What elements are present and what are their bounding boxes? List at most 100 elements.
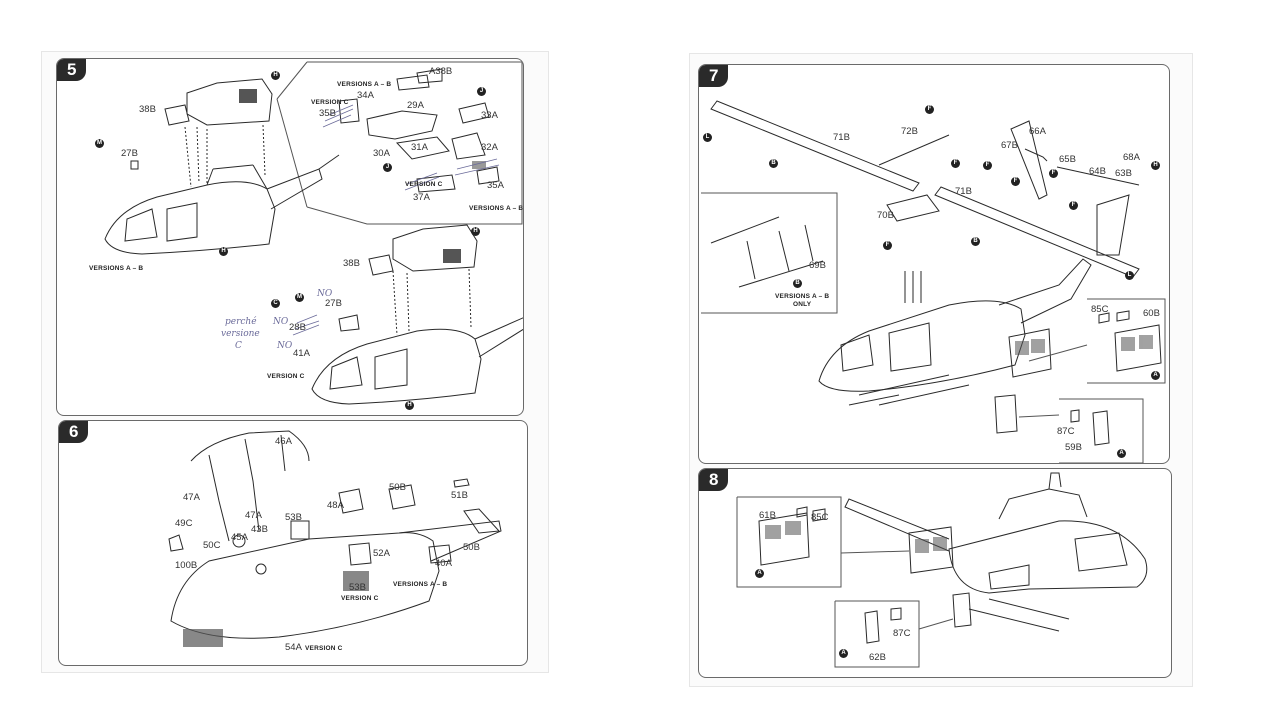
assembly-marker: M [95, 139, 104, 148]
part-label: 41A [293, 348, 310, 359]
part-label: 85C [1091, 304, 1109, 315]
part-label: 48A [327, 500, 344, 511]
part-label: 87C [1057, 426, 1075, 437]
instruction-page-left: 5 [42, 52, 548, 672]
handwritten-note: NO [277, 341, 293, 351]
assembly-marker: H [271, 71, 280, 80]
part-label: 50B [389, 482, 406, 493]
version-label: VERSIONS A – B [393, 581, 448, 588]
assembly-marker: L [703, 133, 712, 142]
part-label: 27B [325, 298, 342, 309]
part-label: 60B [1143, 308, 1160, 319]
handwritten-note: NO [273, 317, 289, 327]
helicopter-fuselage [948, 520, 1148, 594]
instruction-page-right: 7 [690, 54, 1192, 686]
part-label: 67B [1001, 140, 1018, 151]
step-number: 5 [57, 59, 87, 81]
step-number: 6 [59, 421, 89, 443]
part-label: 72B [901, 126, 918, 137]
step-8-panel: 8 [698, 468, 1172, 678]
assembly-marker: A [1151, 371, 1160, 380]
part-label: 45A [231, 532, 248, 543]
part-label: 46A [275, 436, 292, 447]
part-label: 53B [349, 582, 366, 593]
part-label: 62B [869, 652, 886, 663]
helicopter-fuselage [818, 300, 1026, 392]
part-label: 28B [289, 322, 306, 333]
part-label: 38B [343, 258, 360, 269]
part-label: 59B [1065, 442, 1082, 453]
part-label: 100B [175, 560, 198, 571]
part-label: 53B [285, 512, 302, 523]
part-label: 35B [319, 108, 336, 119]
part-label: 35A [487, 180, 504, 191]
part-label: 32A [481, 142, 498, 153]
step-6-drawing [168, 430, 502, 647]
assembly-marker: H [471, 227, 480, 236]
assembly-marker: M [295, 293, 304, 302]
part-label: A38B [429, 66, 453, 77]
part-label: 63B [1115, 168, 1132, 179]
version-label: VERSIONS A – B [775, 293, 830, 300]
assembly-marker: B [971, 237, 980, 246]
version-label: VERSIONS A – B [89, 265, 144, 272]
assembly-marker: H [219, 247, 228, 256]
assembly-marker: H [405, 401, 414, 410]
part-label: 51B [451, 490, 468, 501]
handwritten-note: perché [225, 317, 257, 327]
rotor-blade [934, 186, 1140, 278]
part-label: 50B [463, 542, 480, 553]
assembly-marker: B [769, 159, 778, 168]
step-7-panel: 7 [698, 64, 1170, 464]
part-label: 47A [245, 510, 262, 521]
assembly-marker: F [883, 241, 892, 250]
part-label: 69B [809, 260, 826, 271]
part-label: 40A [435, 558, 452, 569]
version-label: VERSIONS A – B [337, 81, 392, 88]
part-label: 68A [1123, 152, 1140, 163]
part-label: 70B [877, 210, 894, 221]
assembly-marker: A [755, 569, 764, 578]
part-label: 61B [759, 510, 776, 521]
helicopter-fuselage [104, 181, 276, 255]
step-5-drawing [104, 61, 523, 405]
part-label: 27B [121, 148, 138, 159]
helicopter-fuselage [170, 532, 440, 639]
part-label: 47A [183, 492, 200, 503]
assembly-marker: F [951, 159, 960, 168]
assembly-marker: J [477, 87, 486, 96]
part-label: 33A [481, 110, 498, 121]
part-label: 37A [413, 192, 430, 203]
assembly-marker: B [793, 279, 802, 288]
version-label: ONLY [793, 301, 812, 308]
part-label: 64B [1089, 166, 1106, 177]
step-6-panel: 6 [58, 420, 528, 666]
part-label: 85C [811, 512, 829, 523]
version-label: VERSION C [405, 181, 443, 188]
handwritten-note: versione [221, 329, 260, 339]
assembly-marker: L [1125, 271, 1134, 280]
part-label: 30A [373, 148, 390, 159]
assembly-marker: A [839, 649, 848, 658]
part-label: 31A [411, 142, 428, 153]
version-label: VERSION C [311, 99, 349, 106]
handwritten-note: NO [317, 289, 333, 299]
assembly-marker: A [1117, 449, 1126, 458]
step-8-drawing [736, 472, 1148, 668]
helicopter-fuselage-2 [311, 328, 482, 405]
rotor-blade [710, 100, 920, 192]
part-label: 49C [175, 518, 193, 529]
version-label: VERSIONS A – B [469, 205, 524, 212]
part-label: 54A [285, 642, 302, 653]
step-5-panel: 5 [56, 58, 524, 416]
part-label: 87C [893, 628, 911, 639]
assembly-marker: F [1049, 169, 1058, 178]
step-7-drawing [701, 100, 1166, 463]
part-label: 43B [251, 524, 268, 535]
part-label: 71B [833, 132, 850, 143]
assembly-marker: F [925, 105, 934, 114]
part-label: 65B [1059, 154, 1076, 165]
assembly-marker: F [1011, 177, 1020, 186]
part-label: 34A [357, 90, 374, 101]
assembly-marker: H [1151, 161, 1160, 170]
